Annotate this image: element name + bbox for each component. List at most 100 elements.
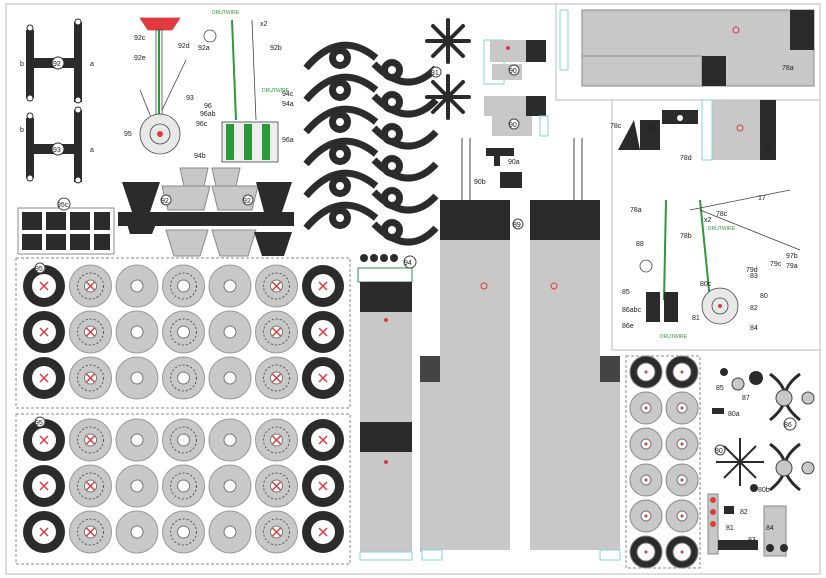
tire <box>302 511 344 553</box>
part-number: 78a <box>782 65 794 72</box>
fender-with-hub <box>303 73 439 118</box>
part-number: 93 <box>53 147 61 154</box>
wheel-disc <box>162 510 205 554</box>
part-81-84-small: 81 82 83 84 <box>707 493 788 557</box>
gear-label: 92a <box>198 45 210 52</box>
tire <box>23 311 65 353</box>
part-90-boxes: 90 90 <box>483 39 549 137</box>
part-number: 91 <box>431 70 439 77</box>
wheel-disc <box>629 463 663 497</box>
gear-label: 82 <box>750 305 758 312</box>
tire <box>302 465 344 507</box>
part-number: 85 <box>716 385 724 392</box>
part-number: 95 <box>35 420 43 427</box>
part-number: 90 <box>509 68 517 75</box>
gear-label: 92d <box>178 43 190 50</box>
wheel-disc <box>208 356 252 400</box>
part-number: 79 <box>762 145 770 152</box>
part-number: 78d <box>680 155 692 162</box>
part-number: 90 <box>509 122 517 129</box>
wheel-disc <box>115 464 159 508</box>
tire <box>665 355 699 389</box>
wheel-disc <box>629 391 663 425</box>
tire <box>302 265 344 307</box>
gear-label: 78b <box>680 233 692 240</box>
part-89-strips: 89 <box>420 138 621 561</box>
wheel-disc <box>255 264 298 308</box>
gear-label: 95 <box>124 131 132 138</box>
gear-label: 96 <box>204 103 212 110</box>
part-90a-90b: 90a 90b <box>474 148 522 188</box>
wheel-disc <box>162 356 205 400</box>
small-wheels <box>629 355 699 569</box>
wheel-disc <box>69 464 112 508</box>
gear-label: 96a <box>282 137 294 144</box>
gear-label: 97b <box>786 253 798 260</box>
gear-label: 86abc <box>622 307 642 314</box>
wheel-disc <box>665 427 699 461</box>
wheel-disc <box>255 310 298 354</box>
quantity-note: x2 <box>704 217 712 224</box>
gear-label: 94c <box>282 91 294 98</box>
nose-gear-diagram <box>139 17 279 163</box>
wheel-disc <box>665 499 699 533</box>
part-95c-panels: 95c <box>17 197 115 255</box>
wheel-disc <box>162 310 205 354</box>
gear-label: 94a <box>282 101 294 108</box>
wheel-disc <box>69 264 112 308</box>
wheel-disc <box>162 464 205 508</box>
wheel-disc <box>208 310 252 354</box>
gear-label: 79c <box>770 261 782 268</box>
part-85-87-discs: 85 87 80a <box>712 368 763 418</box>
wheel-disc <box>69 310 112 354</box>
tire <box>629 355 663 389</box>
fender-with-hub <box>303 137 439 182</box>
wheels-panel-top <box>15 257 351 409</box>
part-78b-78c: 78c 78b 78d <box>610 110 698 162</box>
gear-label: 79d <box>746 267 758 274</box>
wire-note: DRUTWIRE <box>262 88 290 94</box>
part-number: 89 <box>513 222 521 229</box>
part-number: 80 <box>715 448 723 455</box>
part-number: 95c <box>57 202 69 209</box>
part-number: 94 <box>404 260 412 267</box>
gear-label: 92e <box>134 55 146 62</box>
gear-label: 86e <box>622 323 634 330</box>
tire <box>23 265 65 307</box>
gear-label: 79a <box>786 263 798 270</box>
tire <box>302 419 344 461</box>
tire <box>629 535 663 569</box>
tire <box>302 357 344 399</box>
wheel-disc <box>69 418 112 462</box>
wire-note: DRUTWIRE <box>708 226 736 232</box>
tire <box>23 357 65 399</box>
part-letter: b <box>20 127 24 134</box>
part-95-wheels <box>23 264 344 554</box>
part-number: 78b <box>644 125 656 132</box>
tire <box>665 535 699 569</box>
part-marker <box>430 66 442 78</box>
wheel-disc <box>115 310 159 354</box>
tire <box>23 511 65 553</box>
wire-note: DRUTWIRE <box>212 10 240 16</box>
gear-label: 85 <box>622 289 630 296</box>
part-80b-disc <box>750 484 758 492</box>
part-number: 95 <box>35 266 43 273</box>
part-number: 80 <box>760 293 768 300</box>
part-92-fork: 92 b a <box>20 18 94 104</box>
wheel-disc <box>255 418 298 462</box>
part-number: 90b <box>474 179 486 186</box>
wheel-disc <box>255 510 298 554</box>
gear-label: 78a <box>630 207 642 214</box>
wheel-disc <box>208 264 252 308</box>
wheel-disc <box>255 464 298 508</box>
part-79-block: 79 <box>701 99 776 161</box>
wheel-disc <box>115 510 159 554</box>
small-wheels-panel <box>625 355 701 569</box>
gear-label: 96ab <box>200 111 216 118</box>
part-78a-block: 78a <box>559 9 815 87</box>
part-92-funnels: 92 92 <box>118 167 294 257</box>
part-94-strip: 94 <box>357 254 417 561</box>
